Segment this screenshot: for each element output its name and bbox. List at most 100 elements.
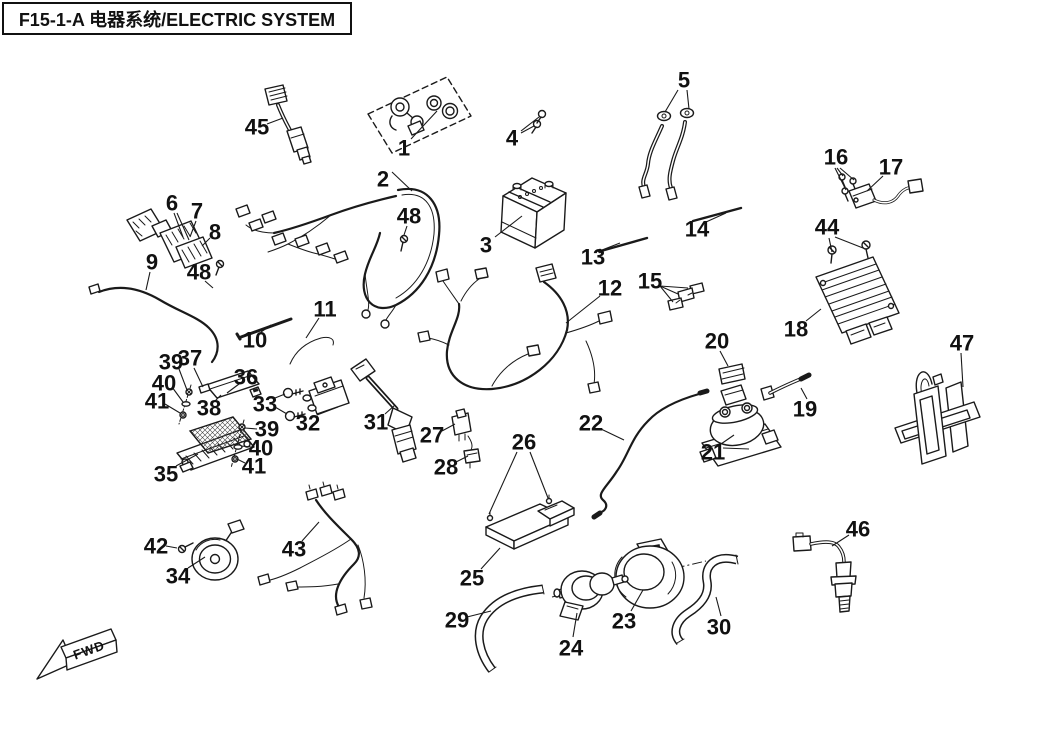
leader-line-30: [715, 596, 722, 617]
page-title: F15-1-A 电器系统/ELECTRIC SYSTEM: [18, 9, 336, 30]
part-label-14: 14: [685, 217, 710, 242]
part-label-5: 5: [678, 68, 690, 93]
leader-line-10: [260, 324, 272, 333]
leader-line-44: [828, 237, 833, 253]
fwd-marker: FWD: [36, 628, 118, 680]
leader-line-7: [189, 220, 197, 238]
part-28-connector: [463, 448, 481, 469]
part-label-1: 1: [398, 136, 410, 161]
leader-line-40: [171, 386, 184, 403]
part-16-screws: [838, 173, 857, 202]
leader-line-33: [274, 393, 286, 399]
part-label-37: 37: [178, 346, 202, 371]
part-label-48: 48: [397, 204, 421, 229]
leader-line-26: [529, 451, 549, 499]
leader-line-32: [316, 406, 339, 416]
part-label-20: 20: [705, 329, 729, 354]
part-label-23: 23: [612, 609, 636, 634]
leader-line-29: [466, 610, 492, 618]
leader-line-41: [164, 403, 181, 414]
part-33-bolts: [282, 387, 306, 422]
leader-line-27: [441, 423, 456, 432]
leader-line-12: [565, 295, 601, 324]
title-block: F15-1-A 电器系统/ELECTRIC SYSTEM: [2, 2, 352, 35]
leader-line-25: [480, 547, 501, 570]
part-24-valve: [553, 570, 629, 621]
leader-line-34: [187, 556, 206, 569]
leader-line-26: [488, 451, 518, 515]
part-22-cable: [591, 388, 710, 520]
part-label-12: 12: [598, 276, 622, 301]
part-32-ignition-coil: [302, 376, 350, 415]
leader-line-13: [601, 242, 621, 251]
leader-line-31: [384, 404, 396, 415]
leader-line-46: [831, 534, 850, 547]
part-42-bolt: [177, 542, 194, 554]
part-label-34: 34: [166, 564, 191, 589]
part-label-39: 39: [255, 417, 279, 442]
leader-line-20: [719, 350, 729, 367]
leader-line-21: [722, 447, 750, 450]
leader-line-1: [410, 110, 438, 140]
leader-line-17: [866, 175, 884, 192]
part-label-6: 6: [166, 191, 178, 216]
part-5-spark-plug-cables: [638, 107, 695, 201]
leader-line-5: [686, 89, 690, 110]
part-47-bracket-frame: [894, 371, 981, 465]
part-label-43: 43: [282, 537, 306, 562]
leader-line-39: [244, 427, 258, 430]
leader-line-42: [165, 545, 178, 549]
leader-line-24: [572, 612, 578, 638]
leader-line-15: [659, 285, 674, 303]
part-label-9: 9: [146, 250, 158, 275]
part-label-26: 26: [512, 430, 536, 455]
part-label-28: 28: [434, 455, 458, 480]
part-3-battery: [500, 177, 567, 249]
leader-line-44: [834, 236, 864, 249]
part-label-35: 35: [154, 462, 178, 487]
part-37-bracket-piece: [198, 383, 211, 394]
part-label-7: 7: [191, 199, 203, 224]
leader-line-22: [600, 428, 625, 441]
part-label-24: 24: [559, 636, 584, 661]
part-39-41-fasteners-a: [178, 384, 193, 425]
part-label-36: 36: [234, 365, 258, 390]
part-label-38: 38: [197, 396, 221, 421]
leader-line-16: [836, 167, 844, 177]
part-label-25: 25: [460, 566, 484, 591]
leader-line-4: [520, 125, 535, 134]
leader-line-6: [173, 212, 184, 238]
leader-line-48: [403, 225, 408, 236]
part-29-hose: [474, 584, 545, 673]
part-label-13: 13: [581, 245, 605, 270]
part-48-bolt-a: [215, 259, 225, 276]
part-25-ecu: [485, 500, 575, 550]
leader-line-37: [193, 367, 204, 388]
part-label-3: 3: [480, 233, 492, 258]
leader-line-11: [305, 317, 320, 339]
leader-line-21: [720, 434, 735, 445]
part-36-rail: [205, 370, 262, 399]
part-1-ignition-switch: [367, 76, 472, 154]
leader-line-15: [659, 285, 689, 289]
leader-line-38: [214, 394, 222, 402]
part-17-sensor: [848, 178, 924, 209]
part-14-rod: [691, 206, 743, 223]
leader-line-39: [178, 368, 188, 391]
leader-line-14: [705, 212, 727, 223]
part-34-horn: [191, 519, 245, 581]
part-label-40: 40: [152, 371, 176, 396]
part-27-relay: [451, 408, 473, 451]
part-11-cable: [289, 336, 334, 365]
part-label-18: 18: [784, 317, 808, 342]
part-2-main-harness: [235, 187, 441, 329]
part-4-bolts: [531, 109, 547, 134]
part-label-46: 46: [846, 517, 870, 542]
leader-line-45: [266, 117, 284, 125]
part-18-rectifier: [815, 256, 900, 345]
part-45-spark-plug-cable: [264, 84, 312, 165]
part-label-44: 44: [815, 215, 840, 240]
leader-line-9: [145, 271, 151, 291]
part-21-starter-relay: [699, 384, 782, 467]
